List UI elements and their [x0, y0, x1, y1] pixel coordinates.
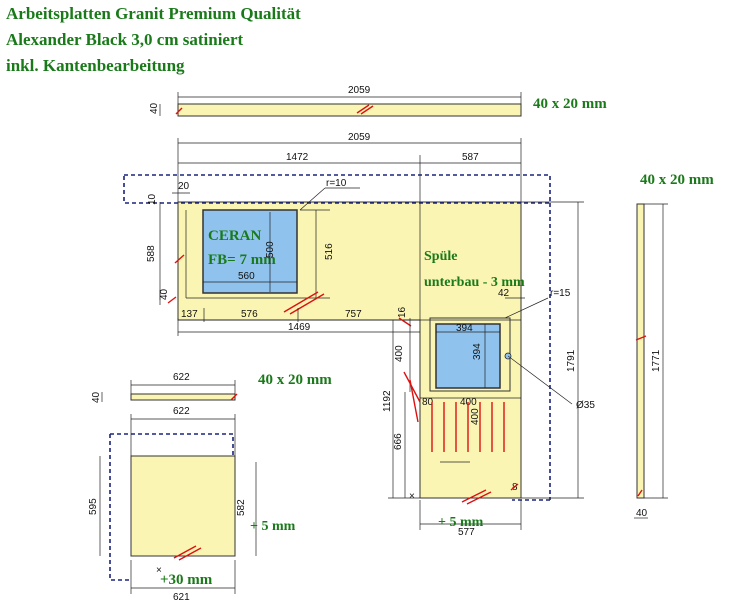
note-small-plus30: +30 mm: [160, 572, 213, 588]
dim-left-part: 1472: [286, 152, 309, 163]
dashed-wall-outline-top: [123, 174, 551, 204]
dim-small-strip-height: 40: [91, 391, 102, 403]
dim-radius-15: r=15: [550, 288, 571, 299]
dim-400-small: 400: [470, 408, 481, 425]
corner-mark-1: ×: [409, 491, 415, 502]
dim-400-vertical: 400: [394, 345, 405, 362]
dim-top-strip-height: 40: [149, 102, 160, 114]
corner-mark-2: ×: [156, 565, 162, 576]
dim-516: 516: [324, 243, 335, 260]
dim-588: 588: [146, 245, 157, 262]
small-strip: [130, 393, 236, 401]
dim-1469: 1469: [288, 322, 311, 333]
dim-right-strip-width: 40: [636, 508, 648, 519]
dim-ceran-height: 500: [265, 241, 276, 258]
dim-right-strip-length: 1771: [651, 349, 662, 372]
right-strip: [636, 203, 645, 499]
header-line-3: inkl. Kantenbearbeitung: [6, 56, 185, 75]
note-strip-right: 40 x 20 mm: [640, 172, 714, 188]
dim-right-part: 587: [462, 152, 479, 163]
dim-8: 8: [512, 482, 518, 493]
dim-radius-10: r=10: [326, 178, 347, 189]
dim-1791: 1791: [566, 349, 577, 372]
dim-main-length: 2059: [348, 132, 371, 143]
dim-small-strip-length: 622: [173, 372, 190, 383]
dim-small-inner-height: 582: [236, 499, 247, 516]
dim-42: 42: [498, 288, 510, 299]
dim-757: 757: [345, 309, 362, 320]
dim-10: 10: [147, 193, 158, 205]
dim-sink-width: 394: [456, 323, 473, 334]
dim-35: Ø35: [576, 400, 595, 411]
note-sink-plus5: + 5 mm: [438, 515, 484, 530]
header-line-1: Arbeitsplatten Granit Premium Qualität: [6, 4, 301, 23]
dim-top-strip-length: 2059: [348, 85, 371, 96]
small-slab: [130, 455, 236, 557]
sink-cutout: [435, 323, 501, 389]
dim-80: 80: [422, 397, 434, 408]
dim-ceran-width: 560: [238, 271, 255, 282]
dim-small-height: 595: [88, 498, 99, 515]
dim-40-side: 40: [159, 288, 170, 300]
dim-small-bottom: 621: [173, 592, 190, 603]
dim-576: 576: [241, 309, 258, 320]
note-ceran-fb: FB= 7 mm: [208, 252, 276, 268]
note-strip-top: 40 x 20 mm: [533, 96, 607, 112]
dim-666: 666: [393, 433, 404, 450]
dashed-wall-outline-small: [109, 433, 234, 581]
dim-20: 20: [178, 181, 190, 192]
dim-1192: 1192: [382, 390, 393, 412]
dim-small-width: 622: [173, 406, 190, 417]
ceran-cutout: [202, 209, 298, 294]
note-spuele: Spüle: [424, 249, 457, 264]
note-spuele-sub: unterbau - 3 mm: [424, 275, 525, 290]
dim-sink-height: 394: [472, 343, 483, 360]
dim-137: 137: [181, 309, 198, 320]
note-small-plus5: + 5 mm: [250, 519, 296, 534]
dim-16: 16: [397, 306, 408, 318]
dim-577: 577: [458, 527, 475, 538]
header-line-2: Alexander Black 3,0 cm satiniert: [6, 30, 244, 49]
top-strip: [177, 103, 522, 117]
note-strip-small: 40 x 20 mm: [258, 372, 332, 388]
note-ceran: CERAN: [208, 228, 262, 244]
